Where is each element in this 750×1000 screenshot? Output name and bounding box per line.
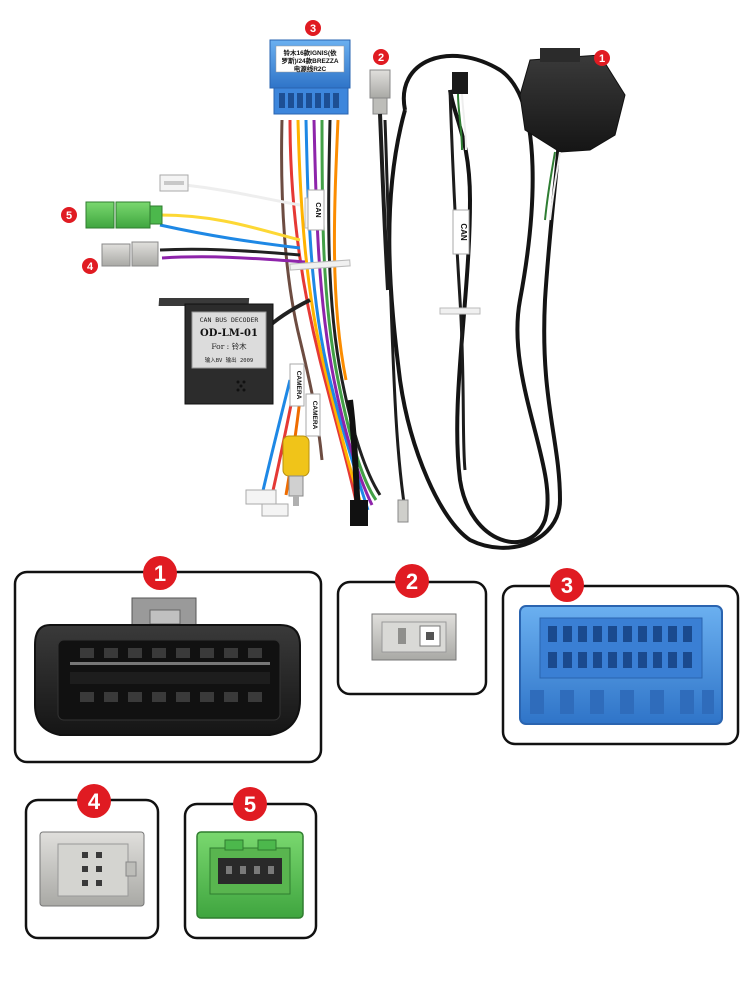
connector-label-line3: 电源线R2C — [294, 64, 327, 73]
obd-connector-detail — [34, 597, 301, 736]
callout-badge-1-top: 1 — [594, 50, 610, 66]
svg-text:2: 2 — [378, 52, 384, 64]
blue-main-connector: 铃木16款IGNIS(依 罗斯)/24款BREZZA 电源线R2C — [269, 39, 351, 115]
callout-badge-3-top: 3 — [305, 20, 321, 36]
svg-text:5: 5 — [66, 210, 72, 222]
decoder-box: CAN BUS DECODER OD-LM-01 For : 铃木 输入BV 输… — [158, 298, 274, 405]
callout-badge-2 — [395, 564, 429, 598]
panel-connector-4: 4 — [24, 784, 160, 940]
callout-badge-4 — [77, 784, 111, 818]
white-small-connector-bottom-a — [245, 489, 277, 505]
white-small-connector-bottom-b — [261, 503, 289, 517]
can-tag-label: CAN — [459, 223, 468, 241]
grey-connector-4-photo — [101, 241, 159, 267]
green-connector-5-photo — [85, 201, 163, 229]
camera-tag-a-label: CAMERA — [295, 371, 302, 400]
decoder-for: For : 铃木 — [211, 341, 247, 351]
wire-tag-label: CAN — [314, 202, 321, 217]
callout-badge-5 — [233, 787, 267, 821]
camera-tag-a: CAMERA — [289, 363, 305, 407]
obd-connector-photo — [519, 48, 626, 221]
rca-plug-yellow — [282, 435, 310, 506]
green-connector-5-detail — [196, 831, 304, 919]
callout-badge-2-top: 2 — [373, 49, 389, 65]
connector-label-line1: 铃木16款IGNIS(依 — [283, 48, 337, 57]
white-small-connector-top — [159, 174, 189, 192]
decoder-title: CAN BUS DECODER — [200, 316, 259, 324]
callout-3-number: 3 — [561, 573, 573, 598]
callout-badge-1 — [143, 556, 177, 590]
callout-badge-3 — [550, 568, 584, 602]
callout-4-number: 4 — [88, 789, 101, 814]
panel-connector-2: 2 — [336, 564, 488, 696]
panel-connector-1: 1 — [13, 556, 323, 764]
camera-tag-b-label: CAMERA — [311, 401, 318, 430]
decoder-model: OD-LM-01 — [200, 328, 258, 339]
connector-label-line2: 罗斯)/24款BREZZA — [281, 56, 338, 65]
can-tag: CAN — [452, 209, 470, 255]
small-black-connector — [452, 72, 468, 151]
panel-connector-5: 5 — [183, 787, 318, 940]
callout-1-number: 1 — [154, 561, 166, 586]
callout-badge-4-top: 4 — [82, 258, 98, 274]
callout-2-number: 2 — [406, 569, 418, 594]
svg-text:4: 4 — [87, 261, 94, 273]
camera-tag-b: CAMERA — [305, 393, 321, 437]
blue-connector-3-detail — [519, 605, 723, 725]
panel-connector-3: 3 — [501, 568, 740, 746]
grey-connector-4-detail — [39, 831, 145, 907]
grey-connector-2-detail — [371, 613, 457, 661]
grey-connector-2-photo — [369, 69, 391, 291]
black-plug-bottom — [350, 500, 368, 526]
callout-5-number: 5 — [244, 792, 256, 817]
svg-text:1: 1 — [599, 53, 605, 65]
wire-tag: CAN — [307, 189, 325, 231]
svg-text:3: 3 — [310, 23, 316, 35]
wiring-harness: 铃木16款IGNIS(依 罗斯)/24款BREZZA 电源线R2C — [85, 39, 626, 550]
callout-badge-5-top: 5 — [61, 207, 77, 223]
decoder-specs: 输入BV 输出 2009 — [205, 356, 254, 364]
grey-plug-bottom — [397, 499, 409, 523]
